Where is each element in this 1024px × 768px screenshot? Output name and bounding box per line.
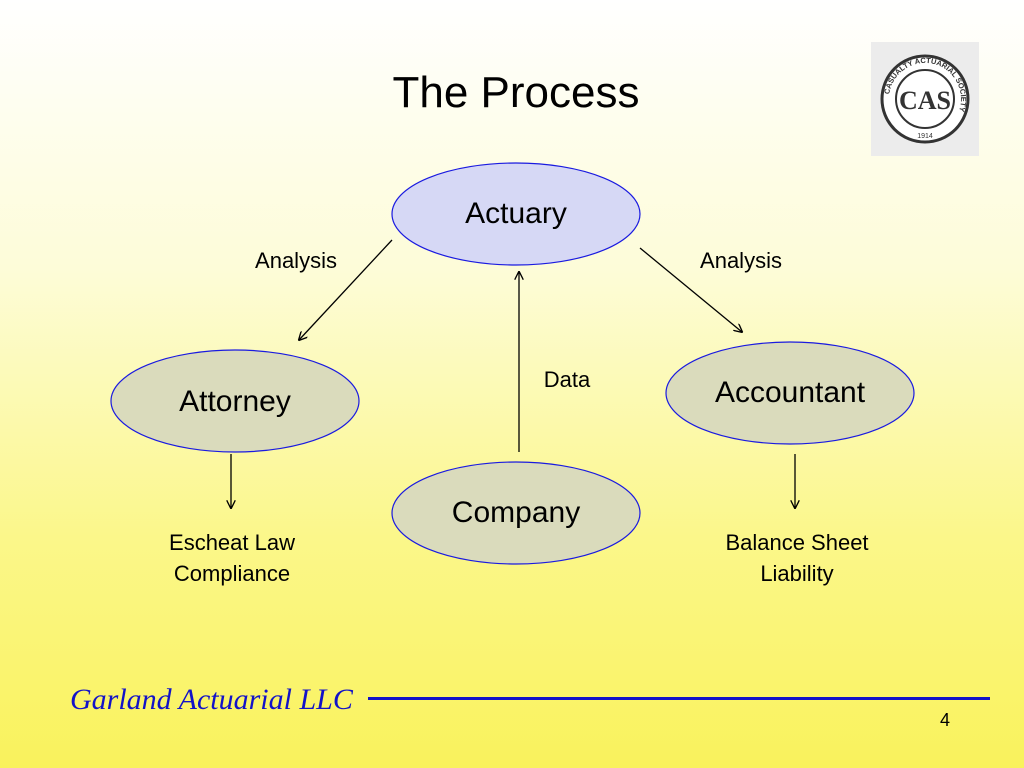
outcome-balance-sheet-liability: Balance Sheet Liability: [677, 527, 917, 589]
cas-seal-icon: CASUALTY ACTUARIAL SOCIETY CAS 1914: [871, 42, 979, 156]
page-number: 4: [940, 710, 951, 730]
node-company-label: Company: [451, 496, 581, 529]
node-accountant-shape: [665, 341, 915, 445]
outcome-accountant-line-1: Balance Sheet: [725, 530, 869, 555]
node-accountant-label: Accountant: [714, 376, 866, 409]
outcome-attorney-line-2: Compliance: [173, 561, 291, 586]
node-actuary-label: Actuary: [465, 197, 567, 230]
edge-label-analysis-left: Analysis: [255, 248, 337, 273]
edge-label-data: Data: [543, 367, 591, 392]
arrow-actuary-to-accountant: [639, 247, 742, 332]
footer-divider: [368, 697, 990, 700]
outcome-attorney-line-1: Escheat Law: [169, 530, 295, 555]
edge-label-analysis-right: Analysis: [700, 248, 782, 273]
outcome-escheat-law-compliance: Escheat Law Compliance: [120, 527, 344, 589]
node-company-shape: [391, 461, 641, 565]
slide-title: The Process: [392, 68, 640, 117]
footer-company-name: Garland Actuarial LLC: [70, 683, 353, 716]
seal-monogram: CAS: [899, 86, 951, 115]
node-attorney-label: Attorney: [179, 385, 291, 418]
seal-year: 1914: [917, 133, 933, 140]
outcome-accountant-line-2: Liability: [760, 561, 834, 586]
arrow-actuary-to-attorney: [299, 239, 393, 340]
node-attorney-shape: [110, 349, 360, 453]
node-actuary-shape: [391, 162, 641, 266]
